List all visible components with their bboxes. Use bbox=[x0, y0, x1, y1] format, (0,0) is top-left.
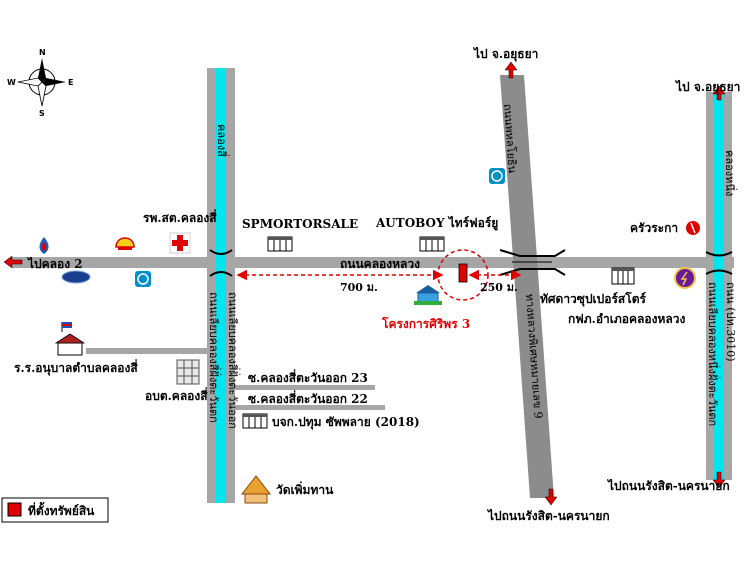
ford-icon bbox=[61, 270, 91, 284]
label-right-road-2: ถนนเลียบคลองหนึ่งฝั่งตะวันตก bbox=[706, 282, 721, 426]
shell-icon bbox=[115, 237, 135, 250]
direction-rangsit-2: ไปถนนรังสิต-นครนายก bbox=[606, 478, 730, 493]
klong-si-road-west bbox=[207, 68, 216, 503]
arrow-down-highway bbox=[544, 488, 558, 506]
compass-icon: N S E W bbox=[7, 48, 73, 118]
label-highway-upper: ถนนพหลโยธิน bbox=[501, 103, 520, 174]
bank-icon-2 bbox=[489, 168, 505, 184]
klong-nueng-canal bbox=[714, 92, 724, 480]
label-autoboy: AUTOBOY ไทร์ฟอร์ยู bbox=[375, 215, 498, 231]
temple-icon bbox=[240, 475, 272, 504]
right-road-east bbox=[724, 92, 732, 480]
label-klong-si-road-west: ถนนเลียบคลองสี่ฝั่งตะวันตก bbox=[207, 292, 222, 423]
spmotor-building-icon bbox=[267, 236, 293, 252]
compass-n: N bbox=[39, 48, 46, 57]
label-soi-23: ซ.คลองสี่ตะวันออก 23 bbox=[248, 369, 368, 385]
arrow-up-highway bbox=[504, 61, 518, 79]
label-supermarket: ทัศดาวซุปเปอร์สโตร์ bbox=[540, 291, 646, 307]
soi-23-road bbox=[235, 385, 375, 390]
legend-label: ที่ตั้งทรัพย์สิน bbox=[28, 501, 95, 518]
project-house-icon bbox=[414, 285, 442, 305]
label-restaurant: ครัวระกา bbox=[630, 221, 678, 235]
bank-icon bbox=[135, 271, 151, 287]
junction-right bbox=[705, 251, 733, 275]
klong-si-road-east bbox=[226, 68, 235, 503]
direction-ayutthaya-1: ไป จ.อยุธยา bbox=[472, 46, 538, 62]
company-building-icon bbox=[242, 413, 268, 429]
supermarket-building-icon bbox=[611, 267, 635, 285]
legend: ที่ตั้งทรัพย์สิน bbox=[1, 497, 109, 523]
label-project: โครงการศิริพร 3 bbox=[381, 316, 470, 331]
label-main-road: ถนนคลองหลวง bbox=[340, 257, 420, 271]
junction-klong-si bbox=[209, 249, 233, 277]
label-distance-250: 250 ม. bbox=[480, 281, 518, 294]
label-right-road: ถนน (ปท.3010) bbox=[724, 282, 737, 362]
klong-si-canal bbox=[216, 68, 226, 503]
school-icon bbox=[54, 322, 86, 356]
legend-swatch bbox=[7, 502, 22, 517]
label-klong-si-road-east: ถนนเลียบคลองสี่ฝั่งตะวันออก bbox=[226, 292, 241, 429]
label-temple: วัดเพิ่มทาน bbox=[276, 481, 334, 497]
kindergarten-road bbox=[86, 348, 207, 354]
arrow-left-main bbox=[3, 255, 23, 269]
label-soi-22: ซ.คลองสี่ตะวันออก 22 bbox=[248, 390, 368, 406]
direction-rangsit-1: ไปถนนรังสิต-นครนายก bbox=[486, 508, 610, 523]
compass-e: E bbox=[68, 78, 73, 87]
direction-klong2: ไปคลอง 2 bbox=[26, 256, 83, 271]
main-road bbox=[12, 257, 734, 268]
autoboy-building-icon bbox=[419, 236, 445, 252]
electricity-icon bbox=[674, 267, 696, 289]
label-sao: อบต.คลองสี่ bbox=[145, 387, 208, 403]
label-electricity: กฟภ.อำเภอคลองหลวง bbox=[568, 312, 685, 326]
compass-s: S bbox=[39, 109, 45, 118]
label-hospital: รพ.สต.คลองสี่ bbox=[143, 209, 217, 225]
label-canal-klong-nueng: คลองหนึ่ง bbox=[723, 150, 738, 196]
arrow-up-right bbox=[712, 85, 726, 101]
label-canal-klong-si: คลองสี่ bbox=[215, 124, 230, 157]
label-company: บจก.ปทุม ซัพพลาย (2018) bbox=[272, 415, 420, 430]
ptt-icon bbox=[39, 237, 49, 254]
sao-building-icon bbox=[176, 359, 200, 385]
right-road-west bbox=[706, 92, 714, 480]
label-kindergarten: ร.ร.อนุบาลตำบลคลองสี่ bbox=[14, 359, 138, 376]
property-marker[interactable] bbox=[458, 263, 468, 283]
arrow-down-right bbox=[712, 471, 726, 489]
direction-ayutthaya-2: ไป จ.อยุธยา bbox=[674, 79, 740, 95]
compass-w: W bbox=[7, 78, 16, 87]
soi-22-road bbox=[235, 405, 385, 410]
highway bbox=[500, 75, 554, 498]
label-spmotor: SPMORTORSALE bbox=[242, 217, 358, 231]
property-circle bbox=[437, 249, 489, 301]
hospital-icon bbox=[169, 232, 191, 254]
label-distance-700: 700 ม. bbox=[340, 281, 378, 294]
restaurant-icon bbox=[686, 221, 700, 235]
